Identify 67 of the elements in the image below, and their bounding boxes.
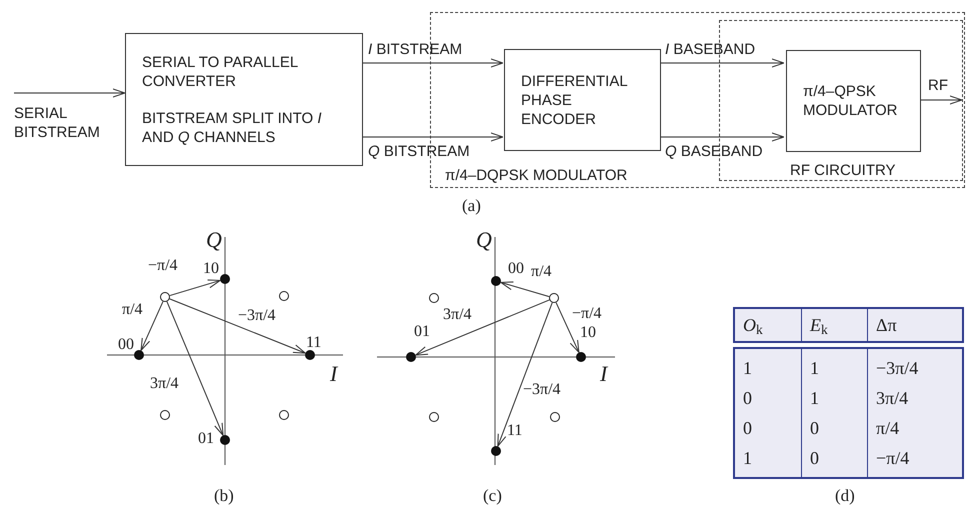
- table-value: 0: [743, 387, 753, 410]
- edge-label: π/4: [122, 300, 143, 319]
- edge-label: SERIAL BITSTREAM: [14, 104, 101, 142]
- arrow: [169, 298, 306, 354]
- table-value: 1: [743, 447, 753, 470]
- process-box: [125, 33, 363, 166]
- edge-label: 3π/4: [150, 374, 179, 393]
- arrow: [497, 302, 553, 447]
- edge-label: −3π/4: [523, 380, 561, 399]
- table-value: 0: [810, 447, 820, 470]
- box-text: DIFFERENTIAL PHASE ENCODER: [521, 72, 628, 128]
- symbol-label: 01: [198, 430, 214, 448]
- arrow: [362, 132, 504, 142]
- axis-label: I: [330, 362, 338, 386]
- axis-label: Q: [476, 228, 492, 252]
- edge-label: 3π/4: [443, 305, 472, 324]
- region-label: RF CIRCUITRY: [790, 162, 896, 180]
- arrow: [500, 281, 550, 298]
- box-text: π/4–QPSK MODULATOR: [803, 82, 898, 120]
- table-header: Δπ: [876, 314, 897, 336]
- table-value: 1: [810, 357, 820, 380]
- table-value: 0: [743, 417, 753, 440]
- arrow: [166, 301, 224, 436]
- arrow: [415, 299, 550, 356]
- symbol-label: 11: [306, 334, 322, 352]
- process-box: [504, 49, 661, 151]
- arrow: [14, 88, 126, 98]
- caption: (d): [835, 486, 855, 506]
- edge-label: RF: [928, 76, 948, 95]
- edge-label: −3π/4: [238, 306, 276, 325]
- symbol-label: 00: [508, 260, 524, 278]
- edge-label: Q BITSTREAM: [368, 142, 470, 161]
- box-text: SERIAL TO PARALLEL CONVERTER: [142, 52, 299, 90]
- edge-label: I BITSTREAM: [368, 40, 462, 59]
- arrow: [660, 58, 784, 68]
- symbol-label: 01: [414, 323, 430, 341]
- caption: (c): [483, 486, 502, 506]
- caption: (b): [214, 486, 234, 506]
- edge-label: −π/4: [572, 304, 602, 323]
- process-box: [786, 50, 921, 152]
- table-value: 3π/4: [876, 387, 910, 410]
- axis-label: I: [600, 362, 608, 386]
- edge-label: π/4: [531, 262, 552, 281]
- table-header: O$_{k}$: [743, 314, 763, 336]
- table-value: 1: [810, 387, 820, 410]
- box-text: BITSTREAM SPLIT INTO I AND Q CHANNELS: [142, 108, 322, 146]
- table-value: −π/4: [876, 447, 910, 470]
- caption: (a): [462, 196, 481, 216]
- table-value: −3π/4: [876, 357, 920, 380]
- table-value: 1: [743, 357, 753, 380]
- symbol-label: 11: [507, 422, 522, 440]
- axis-label: Q: [206, 228, 222, 252]
- arrow: [169, 280, 221, 296]
- table-header: E$_{k}$: [810, 314, 828, 336]
- symbol-label: 00: [118, 336, 134, 354]
- arrow: [556, 302, 580, 353]
- table-value: π/4: [876, 417, 900, 440]
- table-value: 0: [810, 417, 820, 440]
- arrow: [362, 58, 504, 68]
- edge-label: Q BASEBAND: [665, 142, 763, 161]
- arrow: [660, 132, 784, 142]
- symbol-label: 10: [580, 324, 596, 342]
- edge-label: −π/4: [148, 256, 178, 275]
- region-label: π/4–DQPSK MODULATOR: [445, 167, 628, 185]
- edge-label: I BASEBAND: [665, 40, 756, 59]
- symbol-label: 10: [203, 260, 219, 278]
- arrow: [140, 301, 164, 351]
